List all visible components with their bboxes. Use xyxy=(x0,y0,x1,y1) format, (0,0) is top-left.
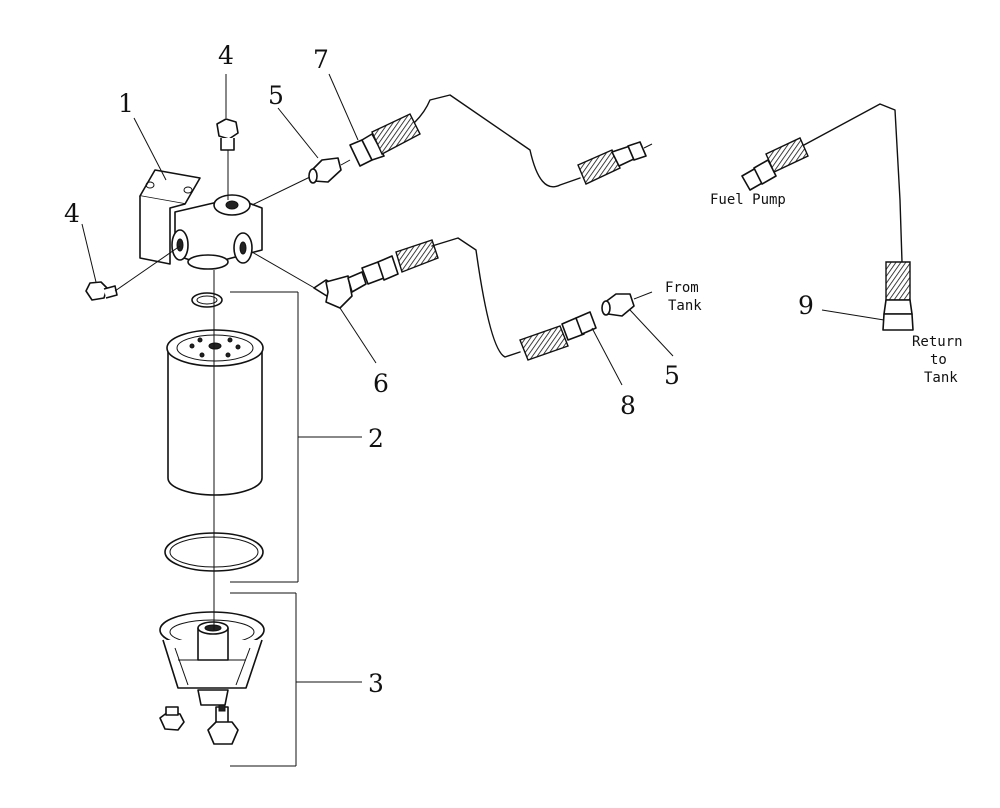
fuel-hose-upper xyxy=(349,94,653,188)
callout-7: 7 xyxy=(313,45,329,74)
filter-head-mount xyxy=(139,169,263,270)
collection-bowl xyxy=(159,611,265,706)
callout-4-top: 4 xyxy=(218,41,234,70)
fuel-hose-lower xyxy=(361,237,597,361)
callout-5-upper: 5 xyxy=(268,81,284,110)
label-from-tank-line2: Tank xyxy=(668,298,702,314)
callout-2: 2 xyxy=(368,424,384,453)
callout-5-lower: 5 xyxy=(664,361,680,390)
fitting-connector-upper xyxy=(251,157,351,206)
bracket-item-2 xyxy=(230,291,362,583)
bracket-item-3 xyxy=(230,592,362,767)
callout-3: 3 xyxy=(368,669,384,698)
label-from-tank-line1: From xyxy=(665,280,699,296)
callout-9: 9 xyxy=(798,291,814,320)
bolt-top xyxy=(216,118,239,200)
elbow-fitting xyxy=(251,251,367,309)
leader-lines xyxy=(81,73,885,386)
label-return-line3: Tank xyxy=(924,370,958,386)
callout-6: 6 xyxy=(373,369,389,398)
label-fuel-pump: Fuel Pump xyxy=(710,192,786,208)
bolt-left xyxy=(85,245,181,301)
drain-valve xyxy=(207,704,239,745)
label-return-line2: to xyxy=(930,352,947,368)
callout-8: 8 xyxy=(620,391,636,420)
callout-4-left: 4 xyxy=(64,199,80,228)
fuel-hose-return xyxy=(741,103,914,331)
fitting-connector-lower xyxy=(601,291,653,317)
label-return-line1: Return xyxy=(912,334,963,350)
filter-cartridge xyxy=(166,329,264,496)
filter-seal-ring xyxy=(191,292,223,308)
callout-1: 1 xyxy=(118,89,134,118)
drain-plug-small xyxy=(159,706,185,731)
